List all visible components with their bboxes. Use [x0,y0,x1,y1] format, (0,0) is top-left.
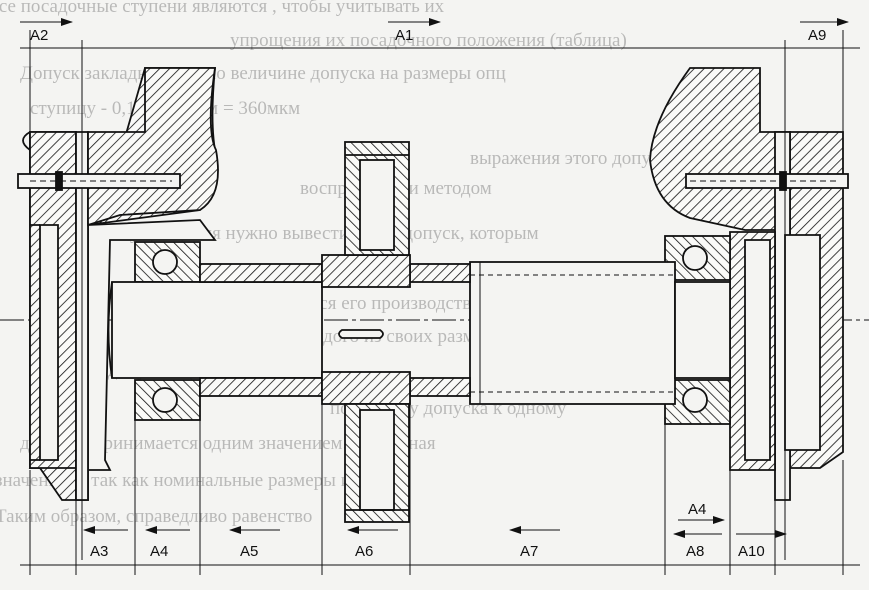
label-a6: A6 [355,543,373,560]
right-bolt [685,171,849,191]
right-housing [649,40,844,560]
label-a1: A1 [395,27,413,44]
label-a8: A8 [686,543,704,560]
label-a4-right: A4 [688,501,706,518]
label-a5: A5 [240,543,258,560]
left-bolt [17,171,181,191]
shaft [107,261,731,405]
label-a7: A7 [520,543,538,560]
dimension-labels: A2 A1 A9 A3 A4 A5 A6 A7 A4 A8 A10 [30,27,826,560]
label-a3: A3 [90,543,108,560]
gear [321,141,411,523]
spacer-sleeves [199,263,471,397]
label-a10: A10 [738,543,765,560]
label-a2: A2 [30,27,48,44]
label-a9: A9 [808,27,826,44]
label-a4: A4 [150,543,168,560]
bottom-dimension-chain [20,516,860,566]
top-dimension-chain [20,18,860,132]
left-bearing [134,241,201,421]
